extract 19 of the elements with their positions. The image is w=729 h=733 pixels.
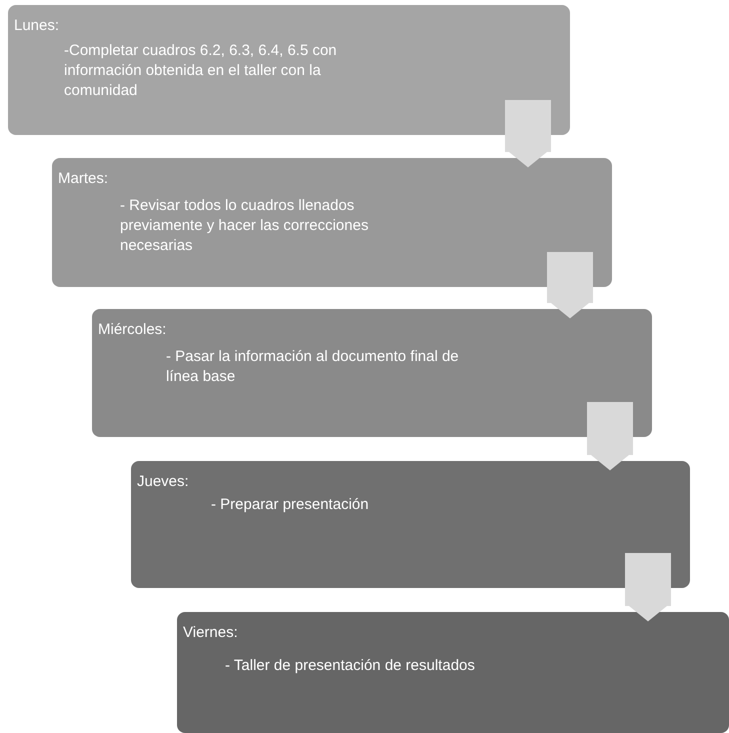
block-arrow [505,100,551,168]
day-heading: Jueves: [137,473,189,490]
day-heading: Lunes: [14,17,60,34]
task-text: - Preparar presentación [211,495,370,515]
process-box [92,309,652,437]
process-box [177,612,729,733]
day-heading: Martes: [58,170,108,187]
day-heading: Viernes: [183,624,238,641]
block-arrow [547,252,593,318]
block-arrow [587,402,633,470]
task-text: - Taller de presentación de resultados [225,656,476,676]
process-box [8,5,570,135]
task-text: -Completar cuadros 6.2, 6.3, 6.4, 6.5 con información obtenida en el taller con la comunidad [64,41,338,101]
task-text: - Pasar la información al documento final de línea base [166,347,460,387]
day-heading: Miércoles: [98,321,166,338]
process-box [131,461,690,588]
task-text: - Revisar todos lo cuadros llenados previamente y hacer las correcciones necesarias [120,196,370,256]
block-arrow [625,553,671,622]
process-box [52,158,612,287]
